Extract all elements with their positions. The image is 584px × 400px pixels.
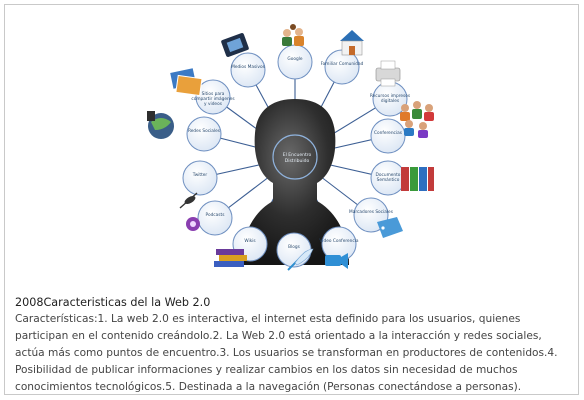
group-icon <box>400 101 434 138</box>
node-label: Recursos impresos digitales <box>369 94 411 104</box>
center-label: El Encuentro Distribuido <box>282 153 312 164</box>
diagram-node <box>197 200 233 236</box>
globe-icon <box>147 111 174 139</box>
node-label: Conferencias <box>374 131 402 136</box>
books-icon <box>214 249 247 267</box>
head-silhouette <box>241 99 349 265</box>
quill-icon <box>287 248 314 271</box>
node-label: Twitter <box>192 173 208 178</box>
node-label: Blogs <box>288 245 300 250</box>
people-icon <box>282 24 304 46</box>
node-label: Google <box>287 57 303 62</box>
node-label: Podcasts <box>205 213 225 218</box>
caption-title: 2008Caracteristicas del la Web 2.0 <box>15 296 211 309</box>
video-camera-icon <box>325 253 348 269</box>
printer-icon <box>375 60 401 87</box>
microphone-icon <box>186 217 200 231</box>
node-label: Marcadores Sociales <box>349 210 393 215</box>
diagram-node <box>182 160 218 196</box>
diagram-node <box>276 232 312 268</box>
node-label: Documento Semántico <box>375 173 401 183</box>
bird-icon <box>179 192 198 209</box>
diagram-node <box>186 116 222 152</box>
tag-icon <box>377 217 403 238</box>
node-label: Redes Sociales <box>187 129 221 134</box>
node-label: Video Conferencia <box>319 239 359 244</box>
node-label: Familiar Comunidad <box>320 62 364 67</box>
node-label: Wikis <box>244 239 256 244</box>
diagram-node <box>370 118 406 154</box>
diagram-node <box>195 79 231 115</box>
node-label: Sitios para compartir imágenes y videos <box>191 92 235 107</box>
binders-icon <box>401 167 434 191</box>
house-icon <box>340 30 364 56</box>
diagram-node <box>277 44 313 80</box>
node-label: Medios Masivos <box>231 65 265 70</box>
film-icon <box>221 33 249 57</box>
diagram-nodes <box>182 44 408 268</box>
caption-body: Características:1. La web 2.0 es interac… <box>15 313 558 393</box>
diagram-canvas <box>147 24 434 271</box>
photos-icon <box>169 67 203 97</box>
diagram-node <box>230 52 266 88</box>
